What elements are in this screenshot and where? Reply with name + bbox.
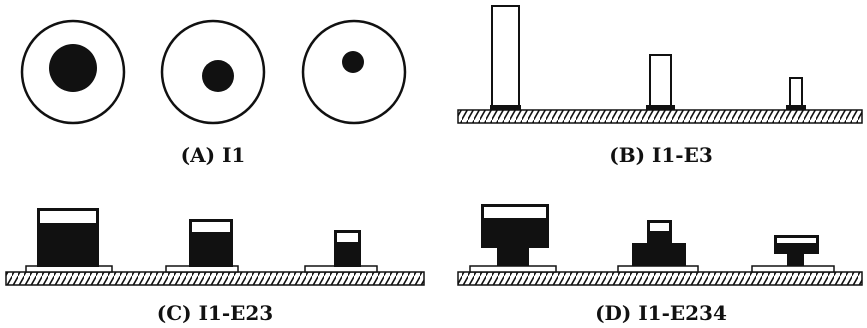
panel-c: (C) I1-E23 — [6, 209, 424, 325]
block-c1-cap — [40, 211, 96, 223]
panel-c-label: (C) I1-E23 — [157, 301, 273, 325]
base-plate-d1 — [470, 266, 556, 272]
column-short — [790, 78, 802, 106]
substrate-c — [6, 272, 424, 285]
base-plate-d3 — [752, 266, 834, 272]
block-c2-cap — [192, 222, 230, 232]
t-structure-d1-stem — [497, 245, 529, 266]
panel-b: (B) I1-E3 — [458, 6, 862, 167]
nucleus-large — [49, 44, 97, 92]
nucleus-medium — [202, 60, 234, 92]
column-medium — [650, 55, 671, 106]
substrate-b — [458, 110, 862, 123]
column-short-base — [786, 105, 806, 110]
panel-a-label: (A) I1 — [181, 143, 246, 167]
panel-a: (A) I1 — [22, 21, 405, 167]
column-medium-base — [646, 105, 675, 110]
panel-d: (D) I1-E234 — [458, 205, 862, 325]
t-structure-d3-cap — [777, 238, 816, 243]
panel-d-label: (D) I1-E234 — [595, 301, 727, 325]
base-plate-d2 — [618, 266, 698, 272]
block-c3-cap — [337, 233, 358, 242]
nucleus-small — [342, 51, 364, 73]
column-tall-base — [490, 105, 521, 110]
panel-b-label: (B) I1-E3 — [609, 143, 713, 167]
t-structure-d2-base — [632, 243, 686, 266]
column-tall — [492, 6, 519, 106]
t-structure-d1-cap — [484, 207, 546, 218]
t-structure-d2-cap — [650, 223, 669, 231]
substrate-d — [458, 272, 862, 285]
